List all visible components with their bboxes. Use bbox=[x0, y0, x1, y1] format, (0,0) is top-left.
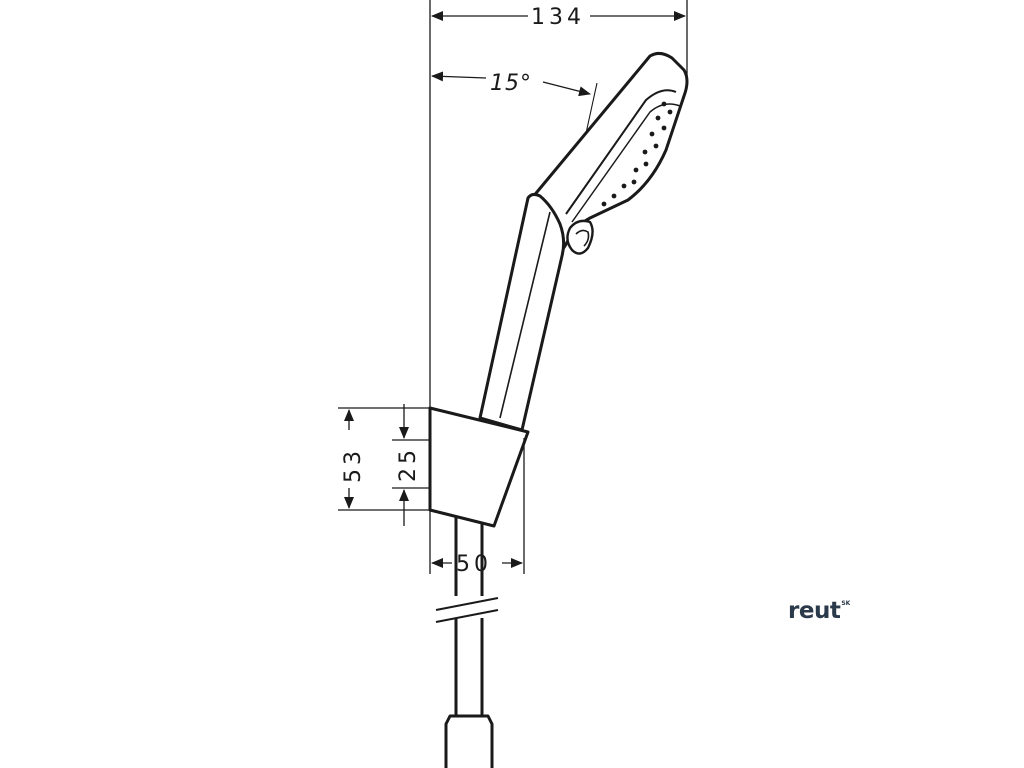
hose-nut bbox=[444, 714, 494, 768]
hose-nut-body bbox=[444, 714, 494, 768]
dimension-holder-width bbox=[429, 438, 525, 574]
dimension-holder-offset bbox=[392, 404, 430, 526]
selector-button-detail bbox=[575, 229, 590, 247]
dimension-label-holder-height: 53 bbox=[341, 447, 366, 483]
dimension-label-holder-offset: 25 bbox=[396, 446, 421, 482]
spray-nozzles bbox=[601, 101, 673, 207]
dimension-total-width bbox=[429, 0, 688, 408]
spray-selector-button bbox=[566, 219, 594, 255]
angle-arc bbox=[431, 71, 487, 82]
shower-hose bbox=[435, 516, 499, 716]
dimension-label-angle: 15° bbox=[490, 71, 532, 96]
dimension-holder-height bbox=[338, 407, 430, 511]
spray-face-edge bbox=[565, 89, 677, 215]
dimension-label-holder-width: 50 bbox=[456, 552, 492, 577]
handle-grip bbox=[478, 192, 566, 432]
handle-contour-line bbox=[499, 211, 551, 419]
brand-suffix: SK bbox=[841, 600, 851, 607]
brand-name: reut bbox=[788, 598, 841, 624]
angle-arc bbox=[542, 81, 591, 97]
hand-shower-handle bbox=[478, 192, 566, 432]
dimension-label-total-width: 134 bbox=[531, 5, 585, 30]
brand-logo: reutSK bbox=[788, 600, 850, 623]
wall-holder bbox=[428, 406, 530, 528]
break-line bbox=[435, 597, 499, 611]
break-line bbox=[435, 609, 499, 623]
